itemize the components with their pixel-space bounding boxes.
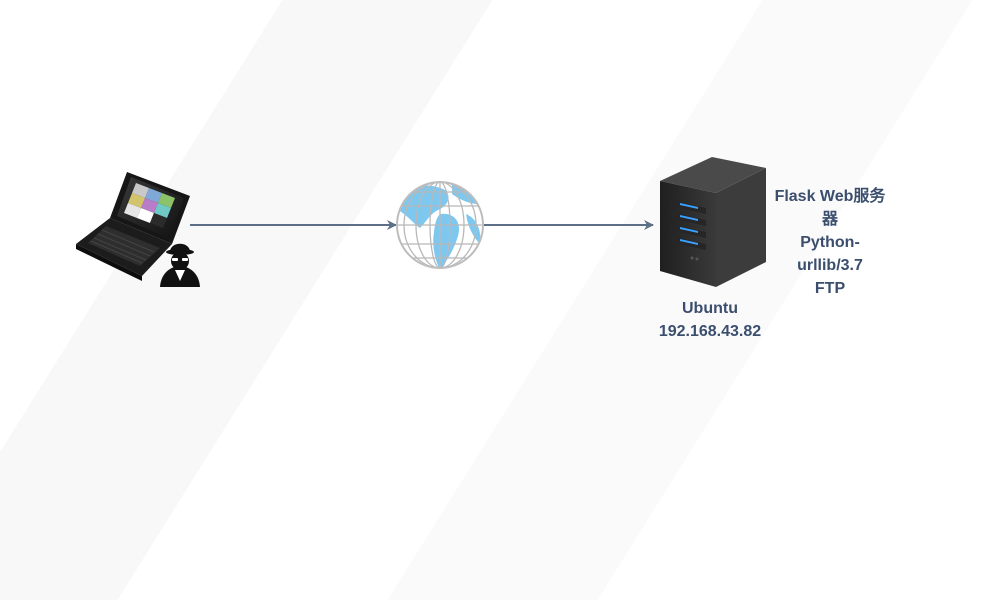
globe-icon (396, 181, 484, 269)
laptop-icon (76, 172, 190, 281)
server-ip: 192.168.43.82 (658, 323, 762, 340)
hacker-icon (160, 243, 200, 287)
service-flask: Flask Web服务器 (774, 188, 886, 228)
server-led-row (670, 200, 706, 250)
service-python-urllib: Python-urllib/3.7 (797, 234, 863, 274)
server-services-label: Flask Web服务器 Python-urllib/3.7 FTP (770, 185, 890, 300)
server-tower-icon (660, 157, 766, 287)
server-name: Ubuntu (682, 300, 738, 317)
service-ftp: FTP (814, 280, 846, 297)
network-diagram (76, 157, 766, 287)
server-host-label: Ubuntu 192.168.43.82 (642, 297, 778, 343)
